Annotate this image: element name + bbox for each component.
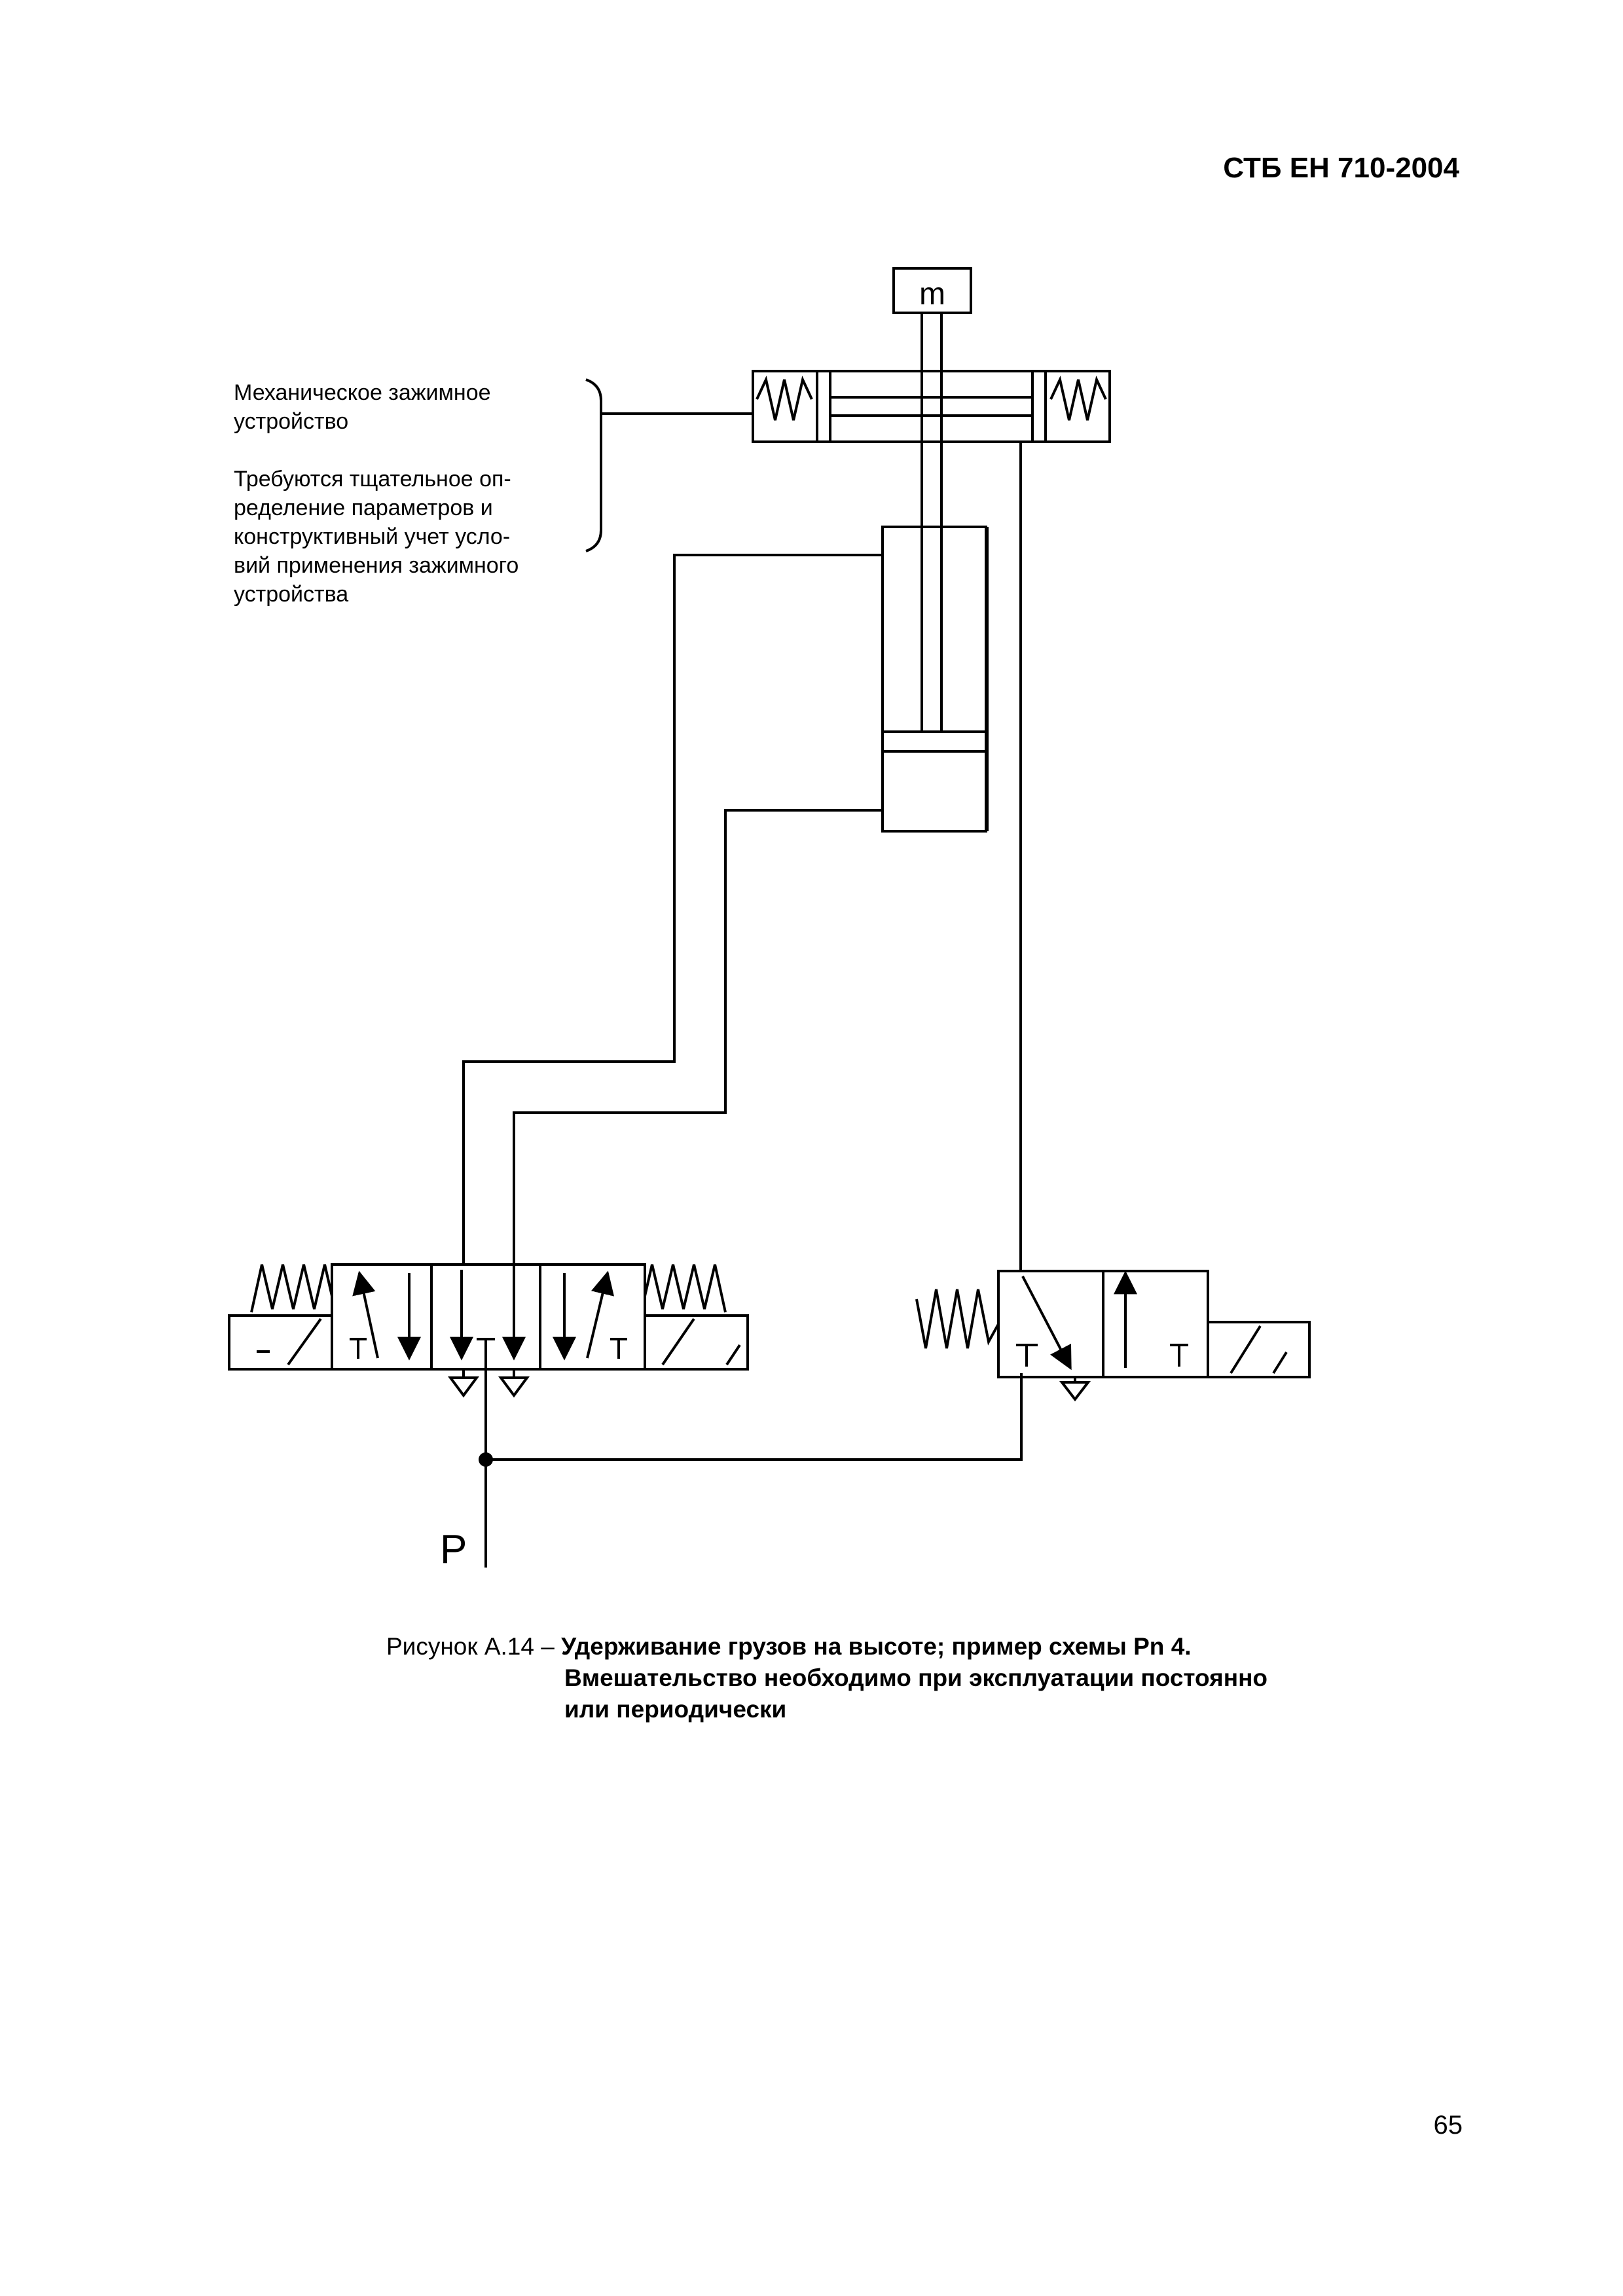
clamp-note-line: конструктивный учет усло- — [234, 524, 511, 549]
hydraulic-cylinder — [881, 526, 987, 833]
document-code: СТБ ЕН 710-2004 — [1223, 152, 1459, 184]
pipe-lines — [462, 442, 1023, 1568]
right-valve-solenoid — [1207, 1321, 1311, 1378]
caption-line-3: или периодически — [564, 1696, 787, 1723]
pressure-port-label: P — [440, 1527, 467, 1572]
left-valve-solenoid-a — [228, 1314, 333, 1371]
right-directional-valve — [915, 1270, 1311, 1402]
junction-node — [479, 1452, 493, 1467]
left-valve-spring-a — [250, 1264, 333, 1313]
clamp-note-line: ределение параметров и — [234, 495, 493, 520]
clamp-label-line: Механическое зажимное — [234, 380, 491, 405]
piston-rod — [921, 313, 943, 732]
clamp-spring-right — [1049, 375, 1107, 421]
clamp-label: Механическое зажимное устройство — [234, 378, 491, 436]
clamp-label-line: устройство — [234, 409, 349, 434]
figure-caption: Рисунок А.14 – Удерживание грузов на выс… — [386, 1631, 1267, 1725]
clamp-spring-left — [756, 375, 813, 421]
clamp-note: Требуются тщательное оп- ределение парам… — [234, 465, 519, 609]
left-valve-spring-b — [644, 1264, 727, 1313]
load-mass: m — [892, 267, 972, 314]
mechanical-clamp — [752, 370, 1111, 443]
tank-symbol — [498, 1376, 530, 1398]
annotation-bracket — [585, 378, 753, 552]
page-number: 65 — [1433, 2111, 1463, 2140]
caption-prefix: Рисунок А.14 – — [386, 1633, 562, 1660]
right-valve-spring — [915, 1289, 1000, 1349]
clamp-note-line: Требуются тщательное оп- — [234, 467, 511, 492]
caption-line-2: Вмешательство необходимо при эксплуатаци… — [564, 1664, 1268, 1691]
mass-label: m — [919, 277, 945, 312]
clamp-note-line: вий применения зажимного — [234, 553, 519, 578]
tank-symbol — [1059, 1381, 1091, 1402]
left-valve-solenoid-b — [644, 1314, 749, 1371]
caption-line-1: Удерживание грузов на высоте; пример схе… — [561, 1633, 1192, 1660]
left-directional-valve — [228, 1263, 749, 1398]
clamp-note-line: устройства — [234, 582, 349, 607]
tank-symbol — [448, 1376, 479, 1398]
